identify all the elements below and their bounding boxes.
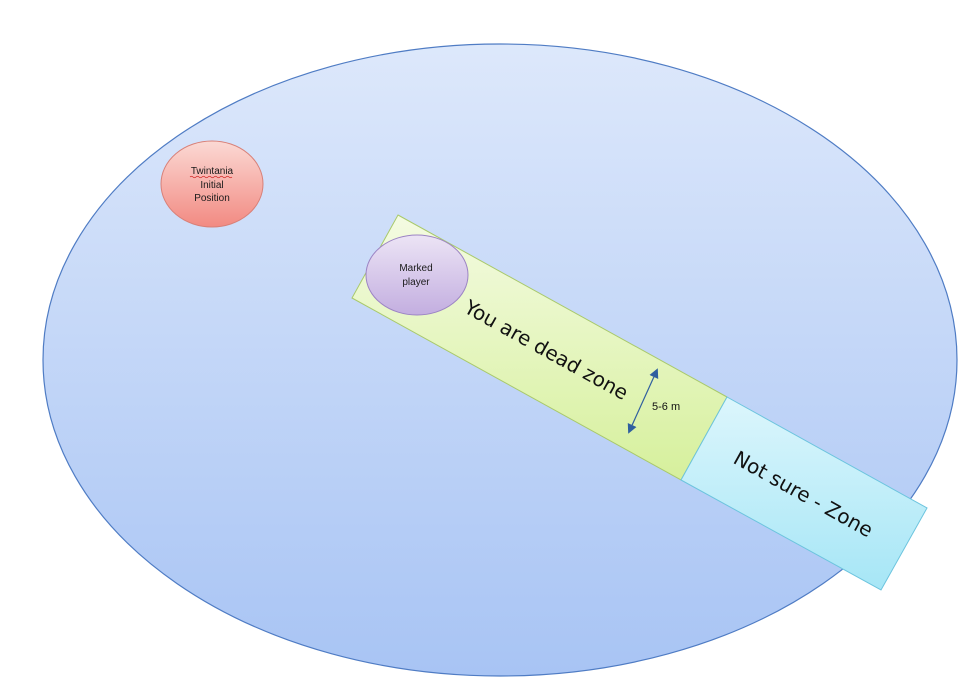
width-arrow (627, 368, 659, 434)
unsure-zone-band (680, 396, 928, 591)
width-measure-label: 5-6 m (652, 401, 680, 413)
marked-player-marker: Marked player (365, 234, 469, 316)
twintania-label-line3: Position (194, 193, 230, 204)
marked-player-label-line2: player (402, 277, 430, 288)
twintania-label-line1: Twintania (191, 166, 234, 177)
twintania-label-line2: Initial (200, 180, 223, 191)
twintania-marker: Twintania Initial Position (160, 140, 264, 228)
marked-player-label-line1: Marked (399, 263, 432, 274)
spellcheck-underline (189, 175, 233, 179)
